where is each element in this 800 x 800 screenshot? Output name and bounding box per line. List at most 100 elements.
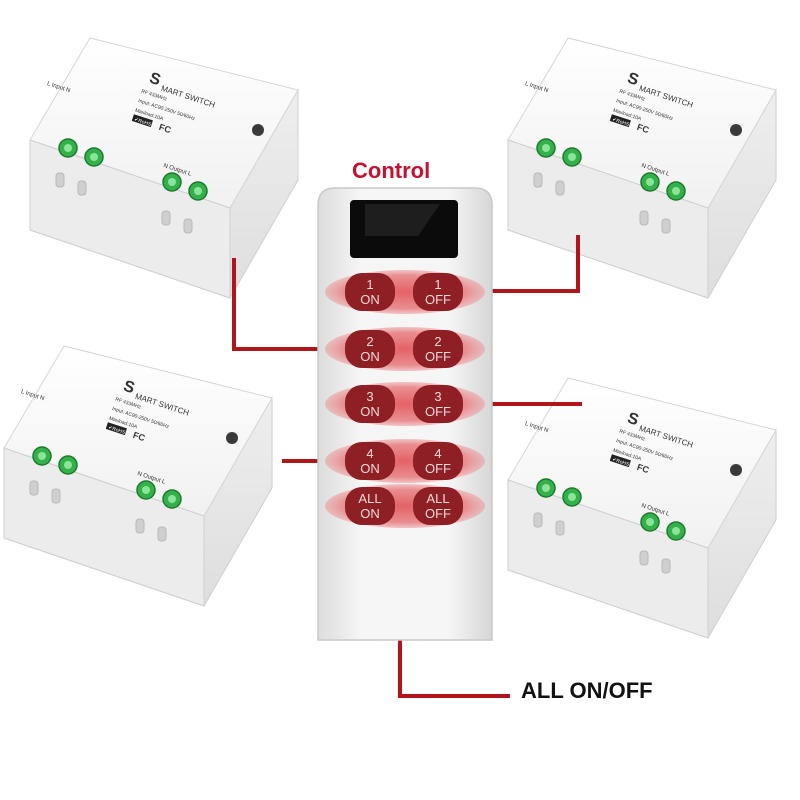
all-on-off-heading: ALL ON/OFF <box>521 678 653 703</box>
button-cap <box>413 330 463 368</box>
control-heading: Control <box>352 158 431 183</box>
rohs-label: ✔RoHS <box>611 117 630 128</box>
wire-top-left <box>232 258 330 351</box>
fc-mark: FC <box>636 122 651 135</box>
screw-head <box>672 527 680 535</box>
wire-entry-hole <box>55 172 65 188</box>
screw-head <box>90 153 98 161</box>
button-cap <box>413 487 463 525</box>
wire-entry-hole <box>29 480 39 496</box>
screw-head <box>646 178 654 186</box>
button-3-on[interactable]: 3ON <box>345 385 395 423</box>
button-number-label: 1 <box>366 277 373 292</box>
button-state-label: ON <box>360 292 380 307</box>
button-cap <box>345 330 395 368</box>
button-number-label: 3 <box>434 389 441 404</box>
button-state-label: ON <box>360 506 380 521</box>
button-number-label: 2 <box>434 334 441 349</box>
screw-head <box>194 187 202 195</box>
rohs-badge <box>609 114 631 128</box>
status-led-icon <box>730 124 742 136</box>
wire-entry-hole <box>157 526 167 542</box>
button-number-label: 4 <box>434 446 441 461</box>
rohs-badge <box>105 422 127 436</box>
button-cap <box>345 273 395 311</box>
screw-head <box>542 144 550 152</box>
screw-head <box>168 178 176 186</box>
button-state-label: OFF <box>425 506 451 521</box>
status-led-icon <box>226 432 238 444</box>
wire-entry-hole <box>161 210 171 226</box>
button-state-label: OFF <box>425 349 451 364</box>
button-state-label: OFF <box>425 404 451 419</box>
button-4-on[interactable]: 4ON <box>345 442 395 480</box>
wire-entry-hole <box>661 218 671 234</box>
screw-head <box>542 484 550 492</box>
wire-top-right <box>484 235 580 293</box>
button-cap <box>413 442 463 480</box>
wire-entry-hole <box>533 512 543 528</box>
rohs-label: ✔RoHS <box>133 117 152 128</box>
button-1-on[interactable]: 1ON <box>345 273 395 311</box>
wire-entry-hole <box>639 550 649 566</box>
button-number-label: 3 <box>366 389 373 404</box>
button-state-label: OFF <box>425 292 451 307</box>
screw-head <box>568 493 576 501</box>
button-state-label: ON <box>360 349 380 364</box>
button-cap <box>413 385 463 423</box>
wire-entry-hole <box>183 218 193 234</box>
screw-head <box>142 486 150 494</box>
wire-entry-hole <box>555 180 565 196</box>
rohs-badge <box>131 114 153 128</box>
screw-head <box>646 518 654 526</box>
button-number-label: 2 <box>366 334 373 349</box>
screw-head <box>672 187 680 195</box>
screw-head <box>568 153 576 161</box>
rohs-badge <box>609 454 631 468</box>
wire-entry-hole <box>135 518 145 534</box>
screw-head <box>38 452 46 460</box>
wire-entry-hole <box>555 520 565 536</box>
fc-mark: FC <box>636 462 651 475</box>
rohs-label: ✔RoHS <box>107 425 126 436</box>
button-state-label: ON <box>360 461 380 476</box>
screw-head <box>64 461 72 469</box>
button-state-label: OFF <box>425 461 451 476</box>
status-led-icon <box>730 464 742 476</box>
button-cap <box>345 442 395 480</box>
button-2-on[interactable]: 2ON <box>345 330 395 368</box>
wire-entry-hole <box>51 488 61 504</box>
button-state-label: ON <box>360 404 380 419</box>
button-number-label: ALL <box>358 491 381 506</box>
wire-entry-hole <box>533 172 543 188</box>
button-number-label: 1 <box>434 277 441 292</box>
wire-entry-hole <box>661 558 671 574</box>
screw-head <box>168 495 176 503</box>
wire-entry-hole <box>639 210 649 226</box>
fc-mark: FC <box>132 430 147 443</box>
button-number-label: 4 <box>366 446 373 461</box>
rohs-label: ✔RoHS <box>611 457 630 468</box>
wire-entry-hole <box>77 180 87 196</box>
screw-head <box>64 144 72 152</box>
button-cap <box>413 273 463 311</box>
remote-screen-reflection <box>365 204 440 236</box>
button-number-label: ALL <box>426 491 449 506</box>
